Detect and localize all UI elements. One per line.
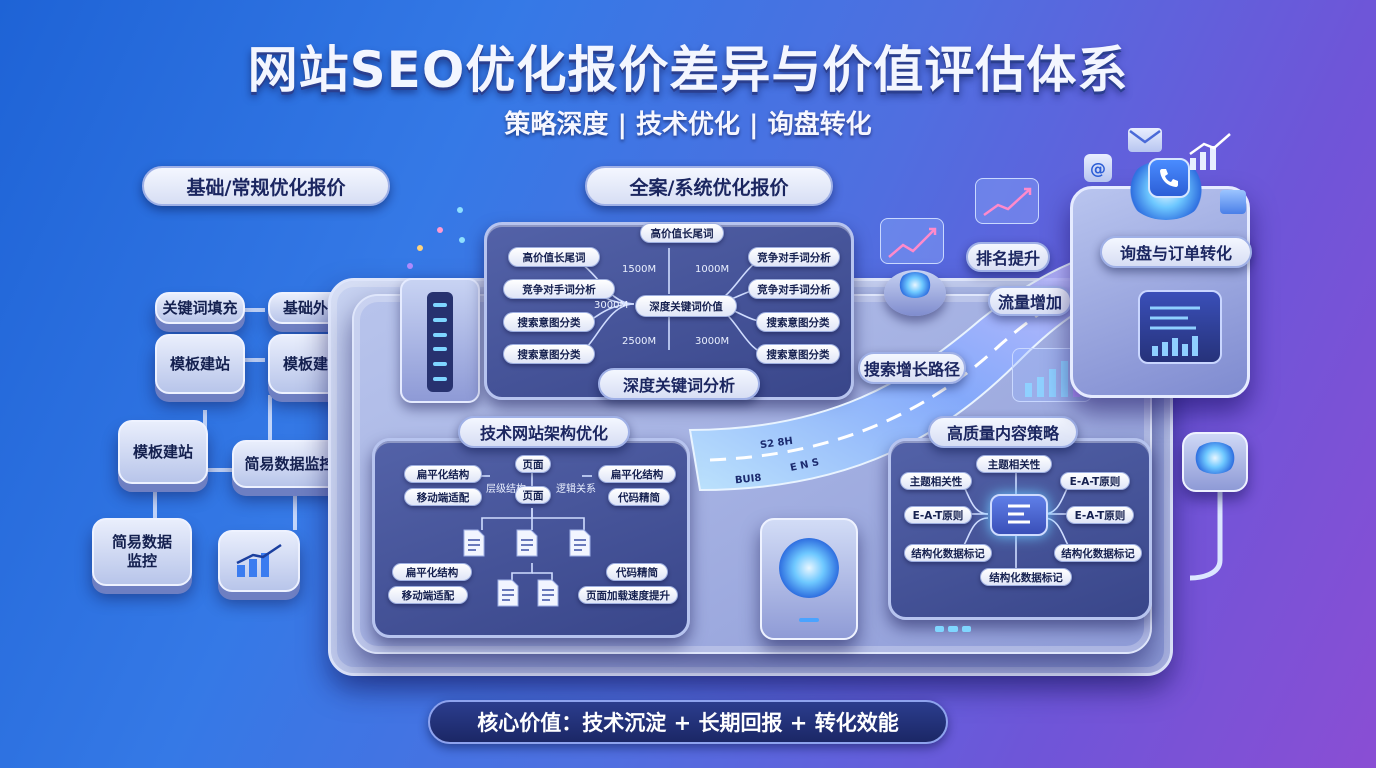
trend-up-icon xyxy=(888,227,937,258)
growth-path-label: 搜索增长路径 xyxy=(858,352,966,384)
keyword-right-tag: 搜索意图分类 xyxy=(756,344,840,364)
phone-icon xyxy=(1148,158,1190,198)
tech-tag: 代码精简 xyxy=(606,563,668,581)
keyword-right-tag: 竞争对手词分析 xyxy=(748,279,840,299)
keyword-right-tag: 搜索意图分类 xyxy=(756,312,840,332)
tech-mid-label: 逻辑关系 xyxy=(556,484,596,495)
cable xyxy=(1189,490,1223,581)
content-tag: 主题相关性 xyxy=(900,472,972,490)
core-chip xyxy=(760,518,858,640)
footer-core-value: 核心价值：技术沉淀 + 长期回报 + 转化效能 xyxy=(428,700,948,744)
basic-tile-template-site: 模板建站 xyxy=(155,334,245,394)
chip-glow-icon xyxy=(779,538,839,598)
page-subtitle: 策略深度 | 技术优化 | 询盘转化 xyxy=(504,110,872,140)
conversion-label: 询盘与订单转化 xyxy=(1100,236,1252,268)
glow-orb xyxy=(898,272,932,298)
server-rack xyxy=(400,278,480,403)
keyword-left-tag: 竞争对手词分析 xyxy=(503,279,615,299)
full-heading: 全案/系统优化报价 xyxy=(585,166,833,206)
at-sign-icon: @ xyxy=(1084,154,1112,182)
document-icon xyxy=(568,528,592,558)
tech-panel-label: 技术网站架构优化 xyxy=(458,416,630,448)
content-tag: E-A-T原则 xyxy=(1060,472,1130,490)
sensor-device xyxy=(1182,432,1248,492)
document-icon xyxy=(515,528,539,558)
trend-up-icon xyxy=(1186,130,1234,174)
thumbs-up-icon xyxy=(1220,190,1246,214)
tech-tag: 扁平化结构 xyxy=(404,465,482,483)
chart-tile xyxy=(218,530,300,592)
volume-label: 1500M xyxy=(622,264,657,275)
basic-tile-template-site-3: 模板建站 xyxy=(118,420,208,484)
server-rack-lights xyxy=(427,292,453,392)
keyword-left-tag: 搜索意图分类 xyxy=(503,312,595,332)
document-icon xyxy=(496,578,520,608)
content-panel-label: 高质量内容策略 xyxy=(928,416,1078,448)
content-tag: E-A-T原则 xyxy=(904,506,972,524)
tech-tag: 移动端适配 xyxy=(388,586,468,604)
volume-label: 2500M xyxy=(622,336,657,347)
trend-card xyxy=(975,178,1039,224)
tech-tag: 扁平化结构 xyxy=(598,465,676,483)
trend-up-icon xyxy=(983,187,1032,217)
list-icon xyxy=(1008,504,1030,524)
tech-page-node: 页面 xyxy=(515,455,551,473)
document-icon xyxy=(462,528,486,558)
panel-led-strip xyxy=(935,626,971,632)
keyword-left-tag: 高价值长尾词 xyxy=(508,247,600,267)
basic-heading: 基础/常规优化报价 xyxy=(142,166,390,206)
content-tag: 结构化数据标记 xyxy=(904,544,992,562)
trend-card xyxy=(880,218,944,264)
mail-icon xyxy=(1128,128,1162,152)
volume-label: 3000M xyxy=(594,300,629,311)
bar-chart-icon xyxy=(236,543,282,577)
volume-label: 3000M xyxy=(695,336,730,347)
keyword-left-tag: 搜索意图分类 xyxy=(503,344,595,364)
keyword-panel-label: 深度关键词分析 xyxy=(598,368,760,400)
keyword-center-tag: 深度关键词价值 xyxy=(635,295,737,317)
tech-mid-label: 层级结构 xyxy=(486,484,526,495)
content-tag: 主题相关性 xyxy=(976,455,1052,473)
sensor-glow xyxy=(1193,442,1237,474)
tower-screen xyxy=(1138,290,1222,364)
keyword-top-tag: 高价值长尾词 xyxy=(640,223,724,243)
tech-tag: 扁平化结构 xyxy=(392,563,472,581)
basic-tile-keyword-stuffing: 关键词填充 xyxy=(155,292,245,324)
page-title: 网站SEO优化报价差异与价值评估体系 xyxy=(247,41,1129,99)
traffic-label: 流量增加 xyxy=(988,286,1072,316)
tech-page-node: 页面 xyxy=(515,486,551,504)
content-tag: 结构化数据标记 xyxy=(1054,544,1142,562)
content-core-icon xyxy=(990,494,1048,536)
document-icon xyxy=(536,578,560,608)
content-tag: 结构化数据标记 xyxy=(980,568,1072,586)
rank-label: 排名提升 xyxy=(966,242,1050,272)
tech-tag: 代码精简 xyxy=(608,488,670,506)
dashboard-icon xyxy=(1150,306,1200,356)
tech-tag: 页面加载速度提升 xyxy=(578,586,678,604)
sparkle-dots xyxy=(407,207,465,269)
basic-tile-data-monitor-2: 简易数据监控 xyxy=(92,518,192,586)
keyword-right-tag: 竞争对手词分析 xyxy=(748,247,840,267)
content-tag: E-A-T原则 xyxy=(1066,506,1134,524)
chip-led xyxy=(799,618,819,622)
volume-label: 1000M xyxy=(695,264,730,275)
tech-tag: 移动端适配 xyxy=(404,488,482,506)
